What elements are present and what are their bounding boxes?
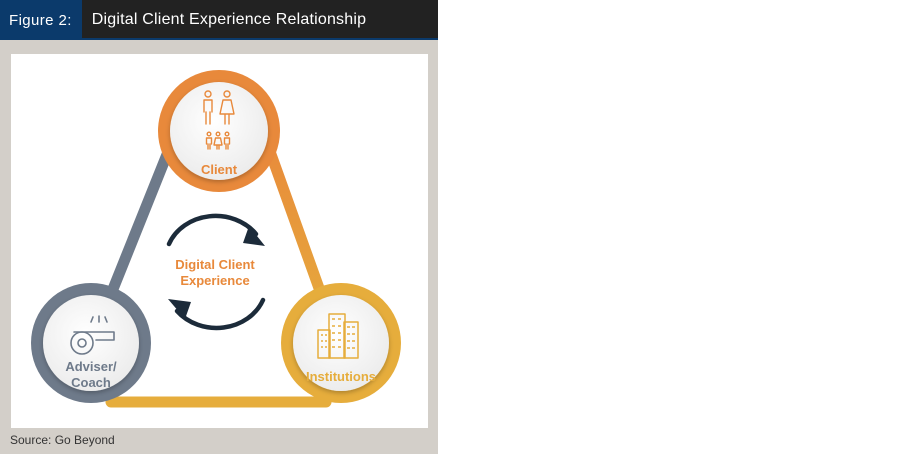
cycle-arrow-bottom (174, 297, 266, 331)
adviser-label-line1: Adviser/ (65, 359, 117, 374)
cycle-arrow-top (166, 213, 259, 247)
whistle-icon (70, 315, 115, 355)
institutions-node: Institutions (281, 283, 401, 403)
adviser-node: Adviser/ Coach (31, 283, 151, 403)
cycle-arrows (166, 213, 266, 331)
figure-title: Digital Client Experience Relationship (91, 11, 367, 28)
title-underline (0, 38, 438, 40)
family-icon (203, 90, 235, 150)
relationship-diagram: Client Adviser/ Coach (31, 70, 401, 408)
figure: Figure 2: Digital Client Experience Rela… (0, 0, 438, 454)
source-note: Source: Go Beyond (10, 433, 115, 447)
buildings-icon (317, 313, 359, 359)
title-bar: Figure 2: Digital Client Experience Rela… (0, 0, 438, 40)
figure-label: Figure 2: (0, 0, 82, 40)
institutions-label: Institutions (306, 369, 376, 384)
arrowhead-bottom (168, 299, 191, 319)
client-label: Client (201, 162, 238, 177)
arrowhead-top (243, 226, 265, 246)
diagram-panel: Client Adviser/ Coach (11, 54, 428, 428)
center-label-line1: Digital Client (175, 257, 255, 272)
center-label-line2: Experience (180, 273, 249, 288)
adviser-label-line2: Coach (71, 375, 111, 390)
client-node: Client (158, 70, 280, 192)
